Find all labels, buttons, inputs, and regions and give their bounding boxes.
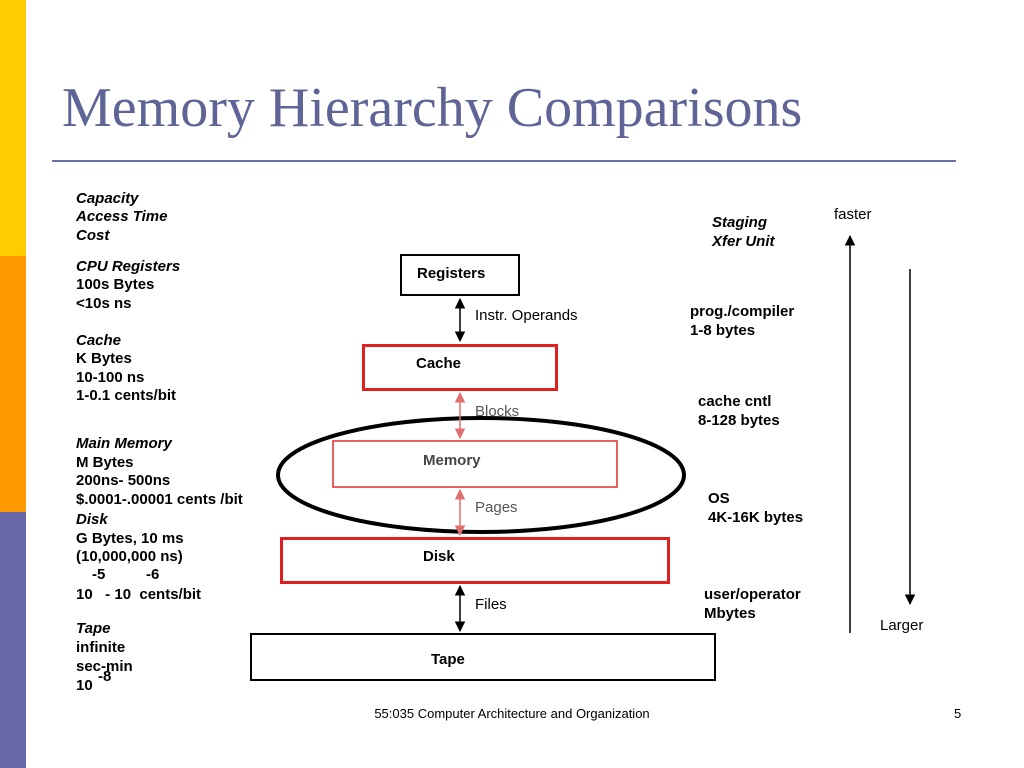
band-yellow (0, 0, 26, 256)
memory-access: 200ns- 500ns (76, 472, 171, 489)
cache-capacity: K Bytes (76, 350, 132, 367)
staging-user-unit: Mbytes (704, 605, 756, 622)
band-orange (0, 256, 26, 512)
staging-prog-unit: 1-8 bytes (690, 322, 756, 339)
page-title: Memory Hierarchy Comparisons (62, 77, 803, 139)
disk-exponent-1: -5 (92, 566, 106, 583)
pages-label: Pages (475, 499, 518, 516)
header-access-time: Access Time (76, 208, 168, 225)
staging-prog: prog./compiler (690, 303, 795, 320)
disk-exponent-2: -6 (146, 566, 160, 583)
title-rule (52, 160, 956, 162)
tape-access: sec-min (76, 658, 133, 675)
registers-label: Registers (417, 265, 486, 282)
disk-cost: 10 - 10 cents/bit (76, 586, 202, 603)
disk-capacity: G Bytes, 10 ms (76, 530, 184, 547)
header-capacity: Capacity (76, 190, 139, 207)
staging-user: user/operator (704, 586, 801, 603)
disk-access: (10,000,000 ns) (76, 548, 183, 565)
staging-cache-cntl: cache cntl (698, 393, 772, 410)
tape-name: Tape (76, 620, 111, 637)
tape-cost: 10 (76, 677, 93, 694)
blocks-label: Blocks (475, 403, 520, 420)
staging-os: OS (708, 490, 730, 507)
footer-course: 55:035 Computer Architecture and Organiz… (374, 706, 650, 721)
staging-os-unit: 4K-16K bytes (708, 509, 804, 526)
band-purple (0, 512, 26, 768)
memory-capacity: M Bytes (76, 454, 134, 471)
disk-box (280, 537, 670, 584)
staging-cache-unit: 8-128 bytes (698, 412, 780, 429)
staging-header: Staging (712, 214, 767, 231)
disk-label: Disk (423, 548, 455, 565)
page-number: 5 (954, 706, 962, 721)
xfer-unit-header: Xfer Unit (712, 233, 775, 250)
memory-box (332, 440, 618, 488)
cache-name: Cache (76, 332, 122, 349)
registers-box (400, 254, 520, 296)
tape-label: Tape (431, 651, 465, 668)
registers-name: CPU Registers (76, 258, 181, 275)
cache-label: Cache (416, 355, 462, 372)
faster-label: faster (834, 206, 872, 223)
cache-access: 10-100 ns (76, 369, 145, 386)
registers-capacity: 100s Bytes (76, 276, 155, 293)
tape-box (250, 633, 716, 681)
files-label: Files (475, 596, 507, 613)
registers-access: <10s ns (76, 295, 132, 312)
tape-exponent: -8 (98, 668, 112, 685)
header-cost: Cost (76, 227, 110, 244)
memory-focus-ellipse (276, 416, 686, 534)
memory-name: Main Memory (76, 435, 172, 452)
larger-label: Larger (880, 617, 924, 634)
disk-name: Disk (76, 511, 108, 528)
tape-capacity: infinite (76, 639, 126, 656)
cache-cost: 1-0.1 cents/bit (76, 387, 177, 404)
cache-box (362, 344, 558, 391)
memory-label: Memory (423, 452, 481, 469)
memory-cost: $.0001-.00001 cents /bit (76, 491, 243, 508)
operands-label: Instr. Operands (475, 307, 578, 324)
